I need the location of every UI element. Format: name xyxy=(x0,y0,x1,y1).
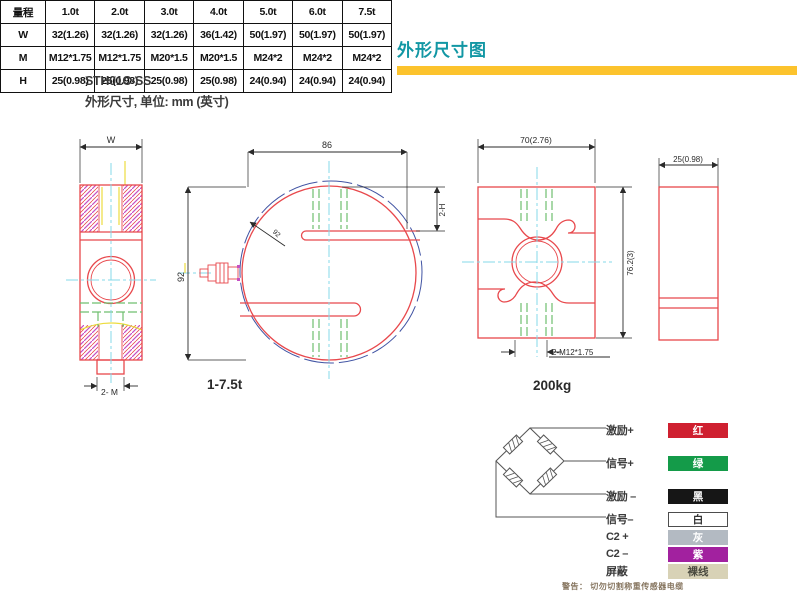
table-cell: 50(1.97) xyxy=(341,23,393,47)
table-cell: 50(1.97) xyxy=(292,23,343,47)
wire-color-swatch: 灰 xyxy=(668,529,728,545)
wire-row-c2-plus: C2 + 灰 xyxy=(606,529,728,545)
wire-row-c2-minus: C2 – 紫 xyxy=(606,546,728,562)
dim-label-76-2: 76.2(3) xyxy=(626,250,635,276)
table-header-cell: 7.5t xyxy=(341,0,393,24)
dim-label-2h: 2-H xyxy=(438,203,447,216)
wire-label: 信号– xyxy=(606,514,634,526)
table-header-cell: 6.0t xyxy=(292,0,343,24)
table-cell: 32(1.26) xyxy=(143,23,195,47)
dim-label-70: 70(2.76) xyxy=(520,135,552,145)
wire-row-shield: 屏蔽 裸线 xyxy=(606,563,728,579)
wire-row-signal-minus: 信号– 白 xyxy=(606,511,728,527)
table-cell: 25(0.98) xyxy=(143,69,195,93)
table-header-cell: 2.0t xyxy=(94,0,145,24)
wire-label: C2 – xyxy=(606,548,629,560)
table-header-cell: 1.0t xyxy=(44,0,96,24)
table-row-w: W 32(1.26) 32(1.26) 32(1.26) 36(1.42) 50… xyxy=(0,23,393,47)
front-view-drawing: 86 92 2-H 92 1-7.5t xyxy=(176,140,447,392)
dim-label-2m12: 2-M12*1.75 xyxy=(552,348,594,357)
table-cell: 50(1.97) xyxy=(242,23,294,47)
wire-color-swatch: 裸线 xyxy=(668,563,728,579)
table-cell: H xyxy=(0,69,46,93)
spec-table: 量程 1.0t 2.0t 3.0t 4.0t 5.0t 6.0t 7.5t W … xyxy=(0,0,393,93)
table-cell: M24*2 xyxy=(341,46,393,70)
side-view-200kg-drawing: 25(0.98) xyxy=(658,155,719,341)
warning-note: 警告： 切勿切割称重传感器电缆 xyxy=(562,582,684,591)
table-row-m: M M12*1.75 M12*1.75 M20*1.5 M20*1.5 M24*… xyxy=(0,46,393,70)
table-cell: M12*1.75 xyxy=(44,46,96,70)
table-header-row: 量程 1.0t 2.0t 3.0t 4.0t 5.0t 6.0t 7.5t xyxy=(0,0,393,24)
table-header-cell: 5.0t xyxy=(242,0,294,24)
dim-label-25: 25(0.98) xyxy=(673,155,703,164)
table-row-h: H 25(0.98) 25(0.98) 25(0.98) 25(0.98) 24… xyxy=(0,69,393,93)
title-underline-bar xyxy=(397,66,797,75)
table-cell: M12*1.75 xyxy=(94,46,145,70)
table-cell: 24(0.94) xyxy=(341,69,393,93)
table-cell: M20*1.5 xyxy=(193,46,244,70)
wire-label: 屏蔽 xyxy=(606,566,628,578)
side-view-drawing: W 2- M xyxy=(66,135,156,397)
capacity-label-200kg: 200kg xyxy=(533,378,571,393)
wire-row-excitation-plus: 激励+ 红 xyxy=(606,422,728,438)
resistor-icon xyxy=(536,434,558,455)
table-cell: 25(0.98) xyxy=(94,69,145,93)
wire-label: 激励 – xyxy=(606,491,636,503)
wire-label: 信号+ xyxy=(606,458,634,470)
table-header-cell: 量程 xyxy=(0,0,46,24)
table-cell: M24*2 xyxy=(242,46,294,70)
dim-label-2m: 2- M xyxy=(101,387,118,397)
wire-color-swatch: 绿 xyxy=(668,455,728,471)
table-cell: 36(1.42) xyxy=(193,23,244,47)
wire-color-swatch: 黑 xyxy=(668,488,728,504)
table-cell: 25(0.98) xyxy=(193,69,244,93)
table-cell: 32(1.26) xyxy=(94,23,145,47)
table-cell: M xyxy=(0,46,46,70)
wire-label: C2 + xyxy=(606,531,629,543)
table-cell: M20*1.5 xyxy=(143,46,195,70)
table-header-cell: 4.0t xyxy=(193,0,244,24)
model-number: STH01C-SS xyxy=(85,74,152,88)
wire-color-swatch: 紫 xyxy=(668,546,728,562)
dim-label-92: 92 xyxy=(176,272,186,282)
wire-row-signal-plus: 信号+ 绿 xyxy=(606,455,728,471)
table-header-cell: 3.0t xyxy=(143,0,195,24)
table-cell: 32(1.26) xyxy=(44,23,96,47)
bridge-circuit xyxy=(495,427,606,518)
dimension-drawings: W 2- M xyxy=(66,135,719,397)
page-title: 外形尺寸图 xyxy=(397,41,487,60)
units-note: 外形尺寸, 单位: mm (英寸) xyxy=(85,95,229,109)
table-cell: 24(0.94) xyxy=(242,69,294,93)
resistor-icon xyxy=(502,434,524,455)
leader-note: 92 xyxy=(271,229,282,240)
front-view-200kg-drawing: 70(2.76) 76.2(3) 2-M12*1.75 200kg xyxy=(462,135,635,393)
dim-label-86: 86 xyxy=(322,140,332,150)
wire-color-swatch: 白 xyxy=(668,511,728,527)
table-cell: M24*2 xyxy=(292,46,343,70)
capacity-label-1-7-5t: 1-7.5t xyxy=(207,377,243,392)
wire-color-swatch: 红 xyxy=(668,422,728,438)
resistor-icon xyxy=(502,467,524,488)
wire-label: 激励+ xyxy=(606,425,634,437)
resistor-icon xyxy=(536,467,558,488)
dim-label-w: W xyxy=(107,135,116,145)
table-cell: 25(0.98) xyxy=(44,69,96,93)
table-cell: 24(0.94) xyxy=(292,69,343,93)
wire-row-excitation-minus: 激励 – 黑 xyxy=(606,488,728,504)
table-cell: W xyxy=(0,23,46,47)
